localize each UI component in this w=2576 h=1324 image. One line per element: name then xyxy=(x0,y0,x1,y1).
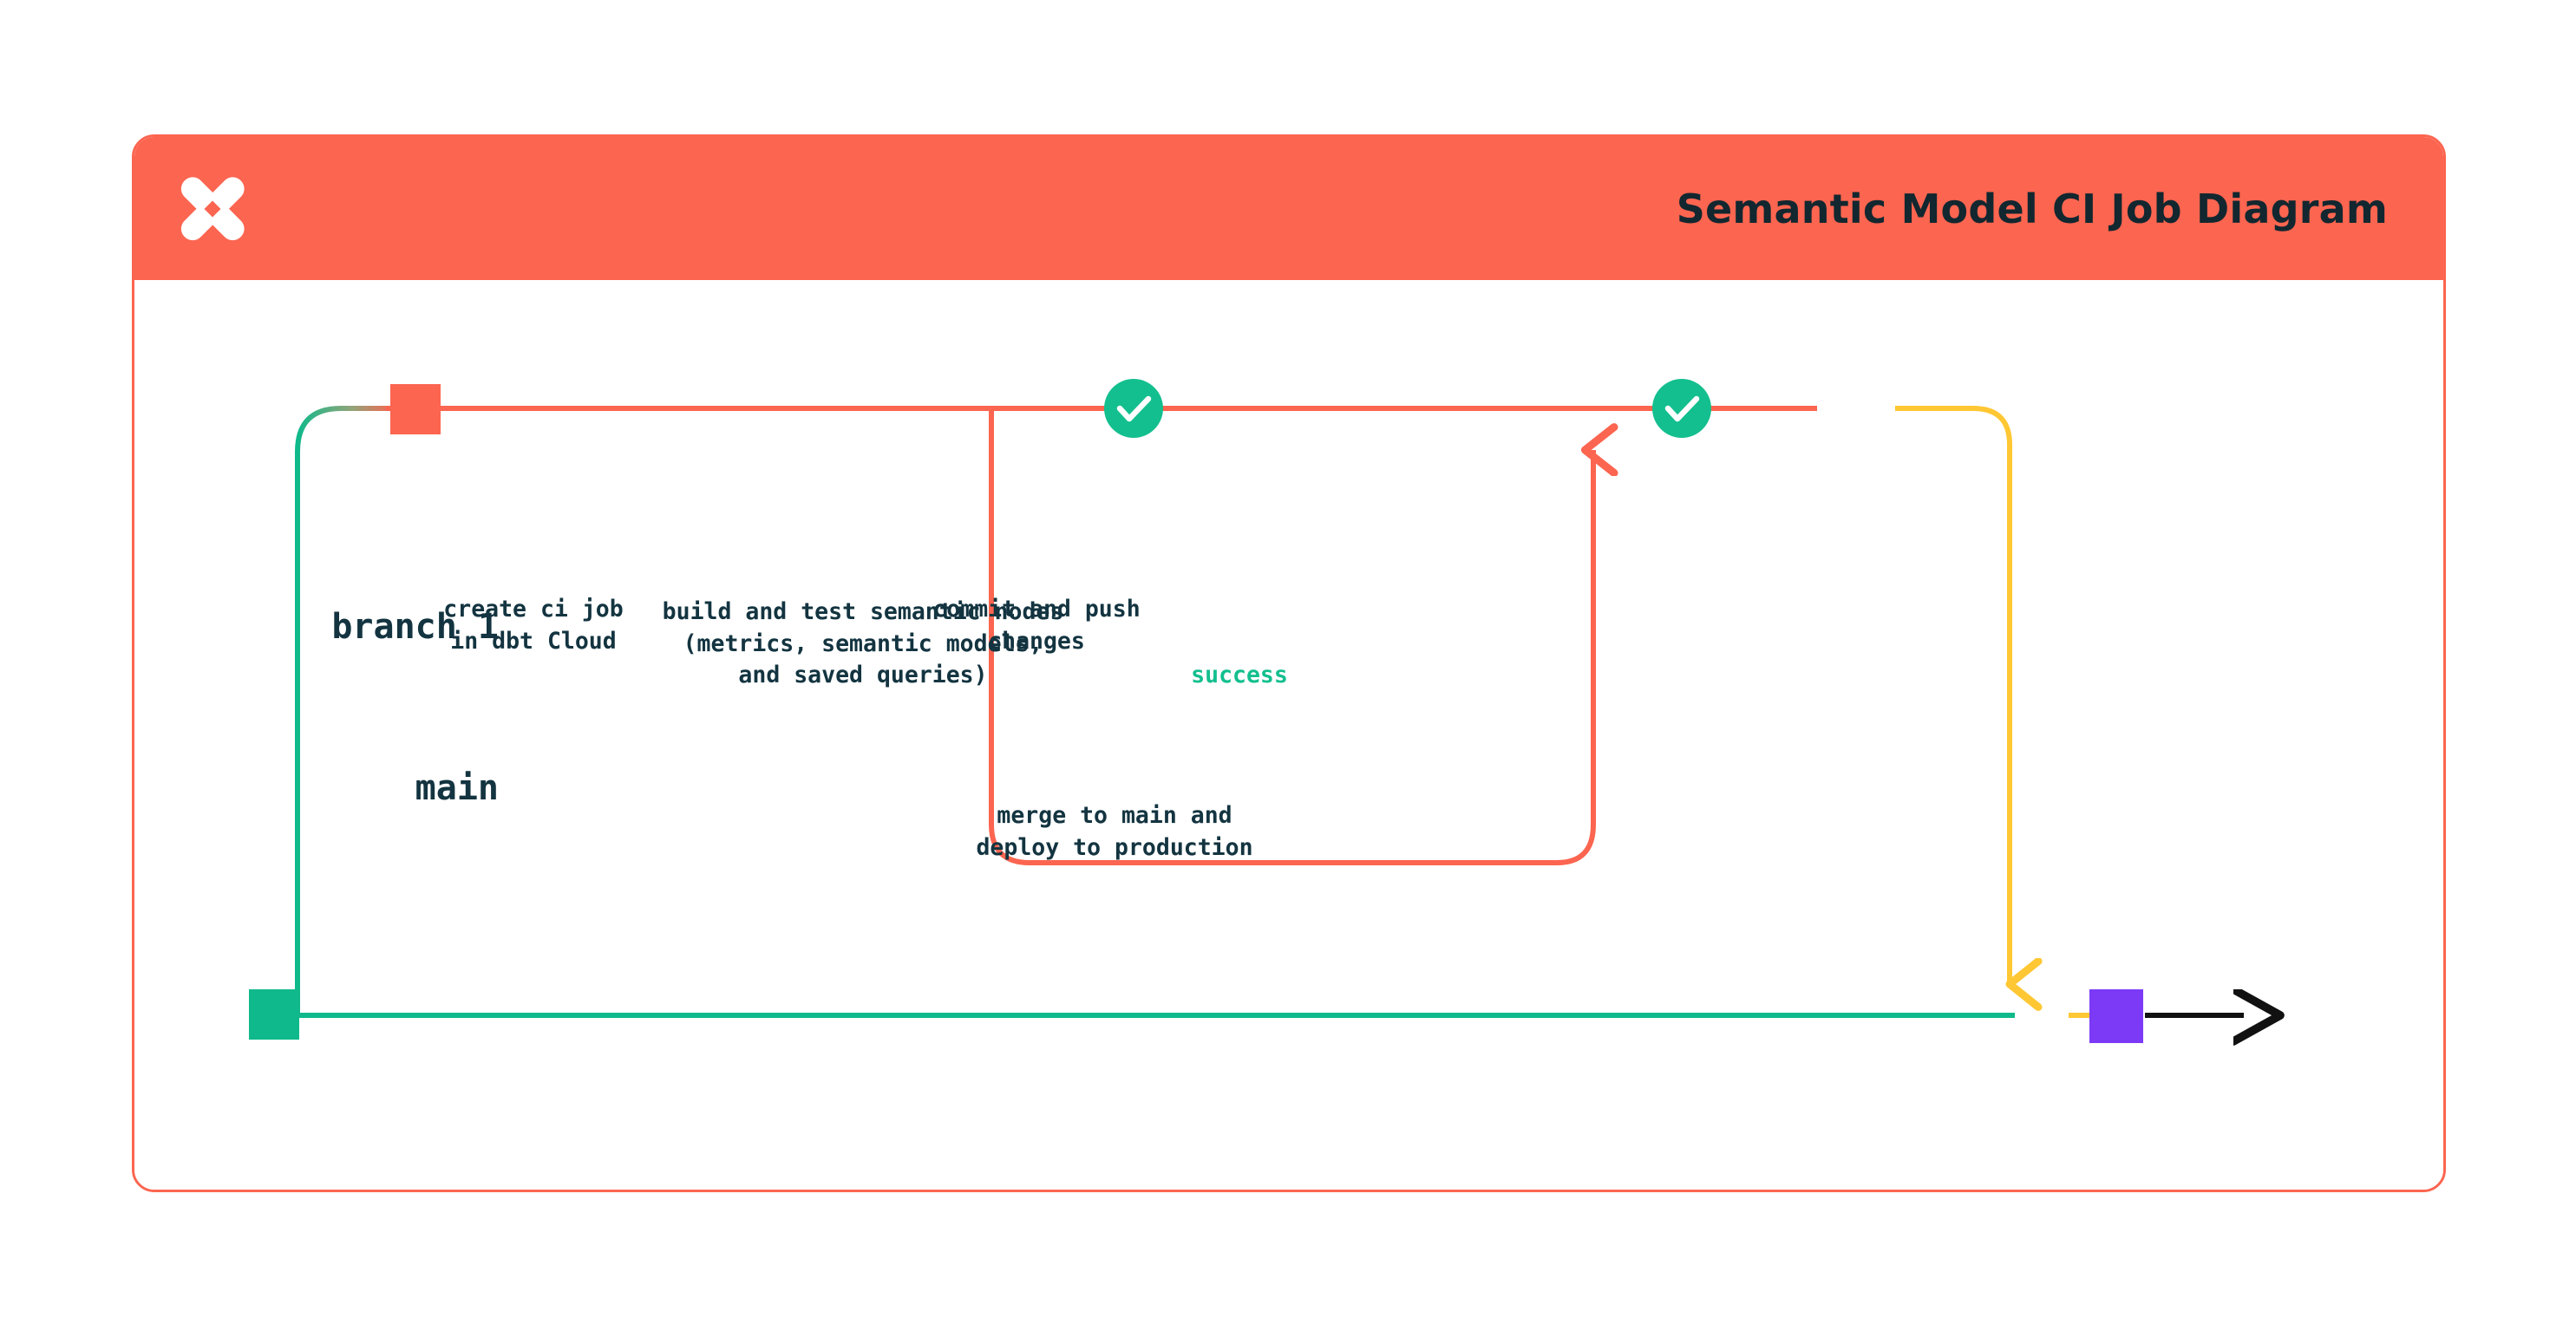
branch-off-edge xyxy=(295,406,397,1018)
edge-label-success: success xyxy=(1132,662,1347,688)
page-title: Semantic Model CI Job Diagram xyxy=(1676,185,2388,232)
lane-label-main: main xyxy=(415,768,499,808)
node-caption-build-and-test: build and test semantic nodes (metrics, … xyxy=(662,598,1064,689)
node-caption-commit-and-push: commit and push changes xyxy=(932,596,1141,655)
git-flow-diagram xyxy=(134,280,2446,1192)
success-loop-edge xyxy=(989,410,1593,865)
dbt-logo-icon xyxy=(169,166,256,252)
node-marker-build-and-test xyxy=(1104,379,1163,438)
node-caption-merge-to-main: merge to main and deploy to production xyxy=(976,802,1253,861)
merge-edge xyxy=(1895,406,2010,984)
node-marker-commit-and-push xyxy=(1652,379,1711,438)
node-caption-create-ci-job: create ci job in dbt Cloud xyxy=(443,596,624,655)
node-marker-create-ci-job xyxy=(390,384,441,434)
diagram-card: Semantic Model CI Job Diagram xyxy=(132,134,2446,1192)
card-header: Semantic Model CI Job Diagram xyxy=(134,137,2443,280)
card-body: branch 1 main create ci job in dbt Cloud… xyxy=(134,280,2446,1192)
node-marker-main-start xyxy=(249,989,299,1040)
node-marker-merge-to-main xyxy=(2089,989,2143,1043)
lane-label-branch-1: branch 1 xyxy=(331,607,499,647)
